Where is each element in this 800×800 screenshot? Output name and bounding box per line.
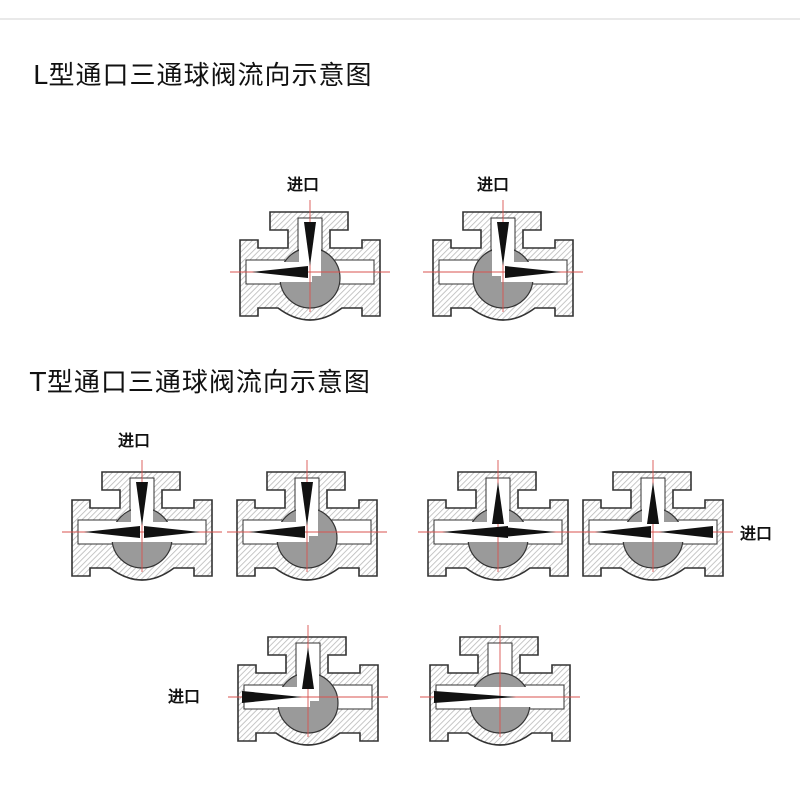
- arrow-down: [304, 222, 316, 266]
- arrow-left: [252, 266, 308, 278]
- inlet-label-t5: 进口: [168, 687, 201, 706]
- arrow-right-out: [502, 527, 556, 537]
- arrow-left-through: [442, 526, 508, 538]
- arrow-up: [647, 482, 659, 524]
- valve-diagram-t3: [418, 460, 578, 581]
- arrow-left: [249, 526, 305, 538]
- arrow-up: [302, 647, 314, 689]
- arrow-in-left: [242, 691, 302, 703]
- inlet-label-l1: 进口: [287, 175, 320, 194]
- arrow-down: [136, 482, 148, 526]
- valve-diagram-l1: [230, 200, 390, 321]
- arrow-right: [144, 526, 200, 538]
- arrow-down: [301, 482, 313, 526]
- inlet-label-t4: 进口: [740, 524, 773, 543]
- arrow-left: [595, 526, 651, 538]
- inlet-label-l2: 进口: [477, 175, 510, 194]
- l-type-title: L型通口三通球阀流向示意图: [33, 61, 373, 91]
- arrow-up: [492, 482, 504, 524]
- valve-diagram-l2: [423, 200, 583, 321]
- valve-diagram-t5: [228, 625, 388, 746]
- valve-diagram-t4: [573, 460, 733, 581]
- valve-diagram-t6: [420, 625, 580, 746]
- valve-diagram-t2: [227, 460, 387, 581]
- arrow-through: [434, 691, 516, 703]
- top-divider: [0, 18, 800, 20]
- inlet-label-t1: 进口: [118, 431, 151, 450]
- arrow-right: [505, 266, 561, 278]
- arrow-down: [497, 222, 509, 266]
- arrow-in-right: [659, 526, 713, 538]
- valve-diagram-t1: [62, 460, 222, 581]
- t-type-title: T型通口三通球阀流向示意图: [30, 368, 371, 398]
- arrow-left: [84, 526, 140, 538]
